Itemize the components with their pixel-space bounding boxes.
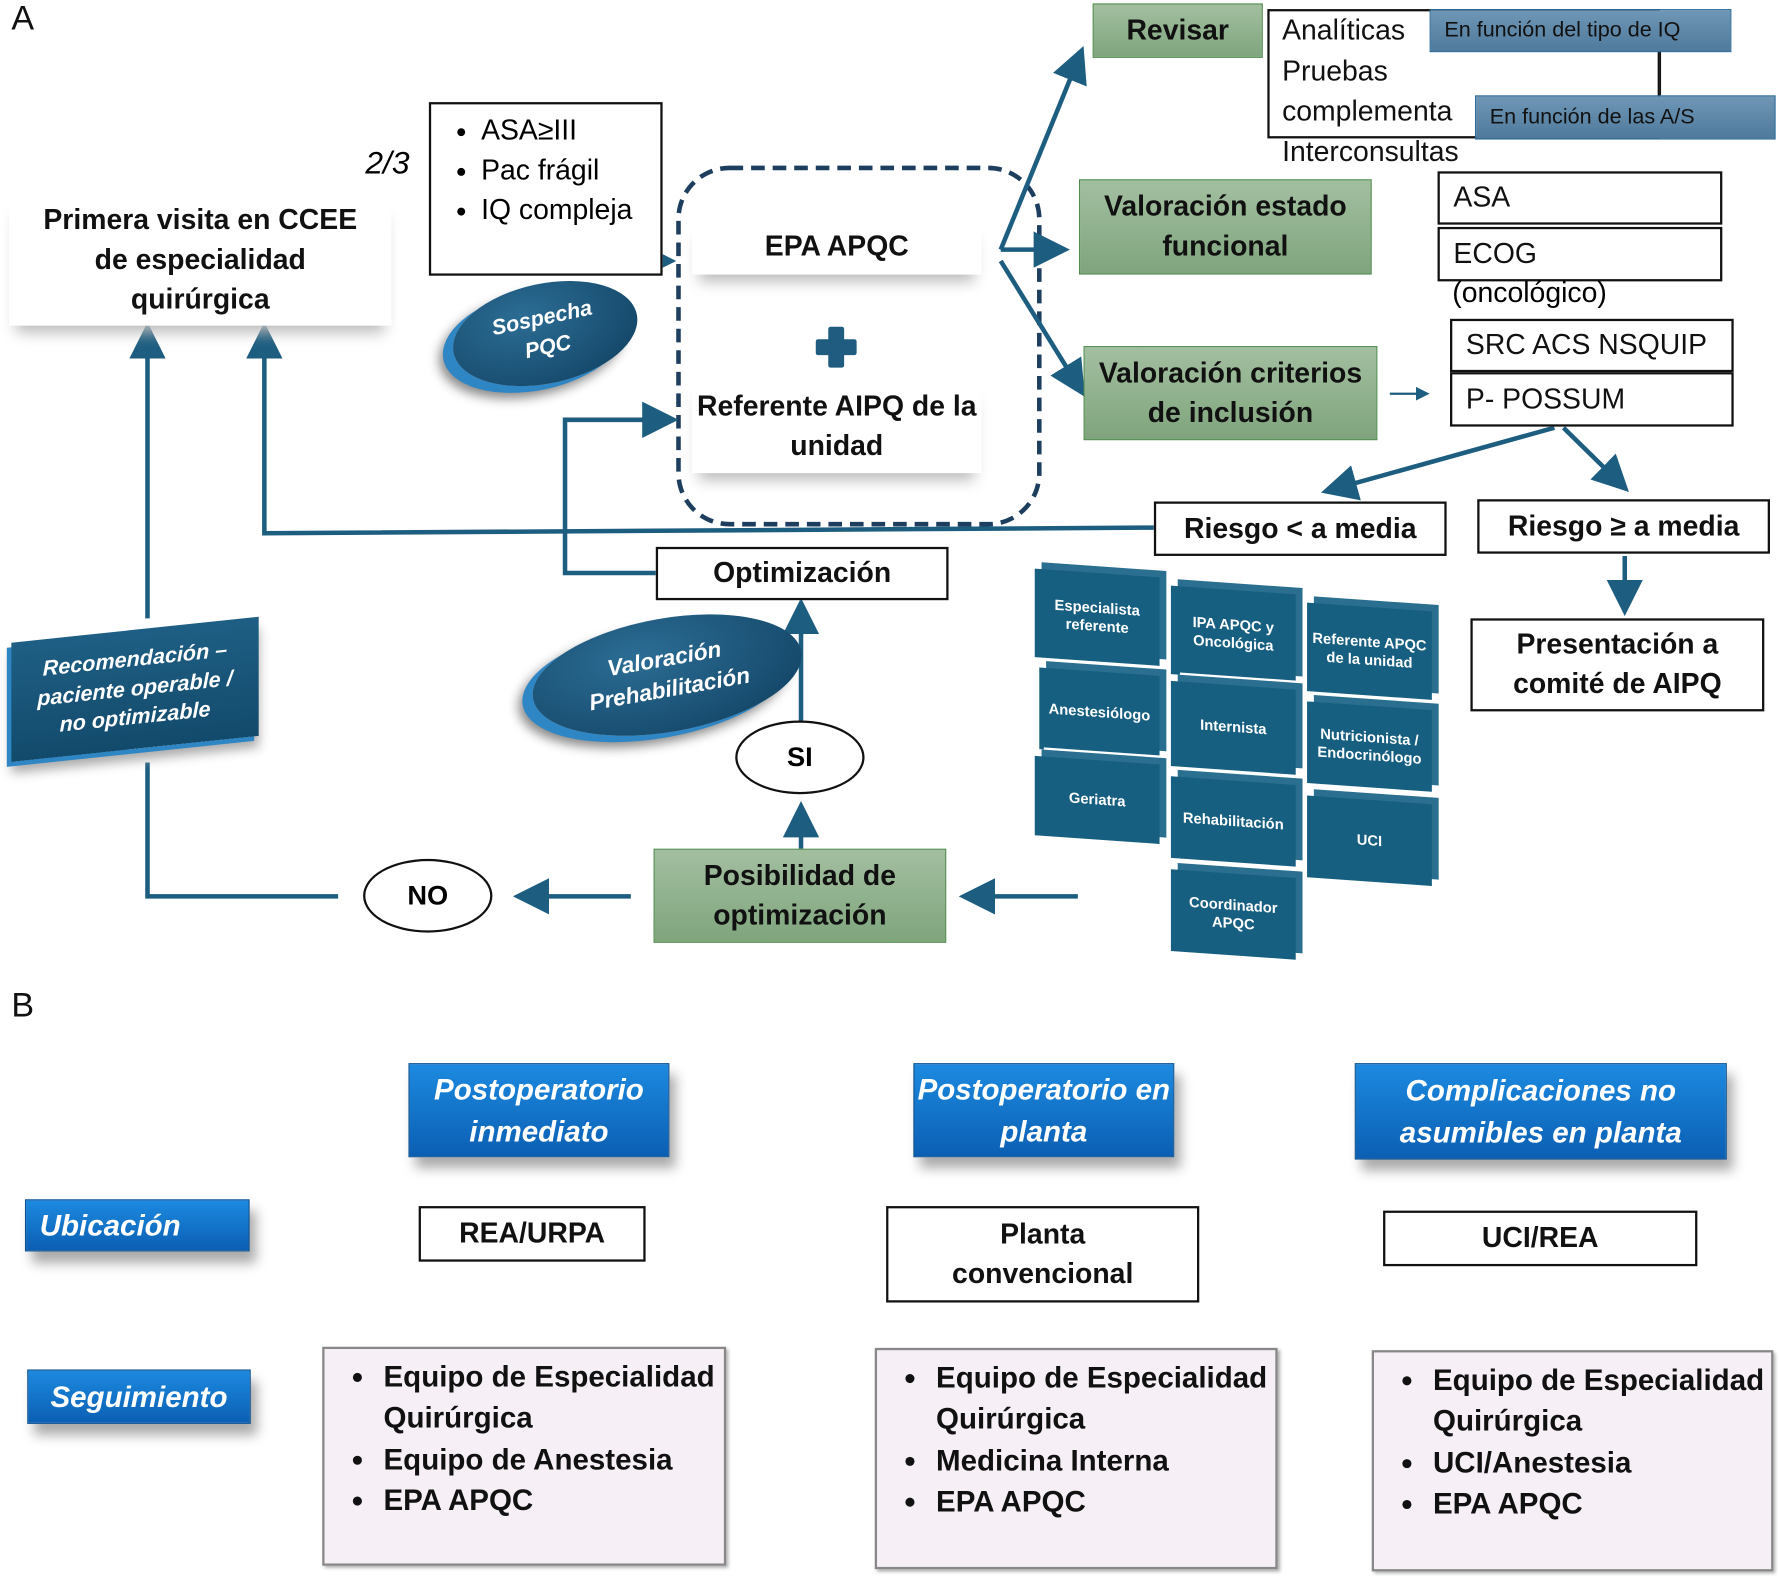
team-tile: Anestesiólogo (1039, 667, 1160, 758)
team-tile: Internista (1170, 680, 1296, 775)
criteria-item: Pac frágil (481, 151, 660, 191)
seguimiento-item: UCI/Anestesia (1428, 1442, 1771, 1483)
revisar-box: Revisar (1092, 3, 1263, 58)
dashed-group (676, 165, 1042, 527)
seguimiento-item: EPA APQC (379, 1480, 724, 1521)
team-tile: Especialista referente (1034, 568, 1160, 666)
plus-icon (815, 326, 857, 368)
note-tipo-iq: En función del tipo de IQ (1429, 9, 1732, 53)
oncologico-label: (oncológico) (1452, 276, 1607, 309)
team-tile: Nutricionista / Endocrinólogo (1307, 701, 1432, 792)
ubicacion-label: Ubicación (24, 1199, 250, 1252)
header-postop-inmediato: Postoperatorio inmediato (408, 1063, 670, 1158)
ubicacion-planta: Planta convencional (886, 1206, 1200, 1303)
panel-a-label: A (11, 0, 35, 38)
seguimiento-item: Equipo de Especialidad Quirúrgica (932, 1357, 1276, 1440)
valoracion-criterios-box: Valoración criterios de inclusión (1083, 346, 1378, 441)
ubicacion-uci-rea: UCI/REA (1383, 1210, 1698, 1267)
criteria-item: ASA≥III (481, 111, 660, 151)
seguimiento-item: EPA APQC (932, 1481, 1276, 1522)
no-node: NO (363, 858, 493, 933)
asa-box: ASA (1437, 171, 1723, 225)
optimizacion-box: Optimización (655, 546, 949, 601)
team-tile: IPA APQC y Oncológica (1170, 585, 1296, 683)
epa-apqc-box: EPA APQC (692, 217, 982, 275)
seguimiento-list-planta: Equipo de Especialidad Quirúrgica Medici… (874, 1347, 1278, 1570)
riesgo-bajo-box: Riesgo < a media (1153, 501, 1447, 556)
panel-b-label: B (11, 987, 35, 1025)
seguimiento-item: Equipo de Especialidad Quirúrgica (379, 1356, 724, 1439)
valoracion-funcional-box: Valoración estado funcional (1079, 179, 1372, 275)
revisar-item: Pruebas (1282, 55, 1388, 87)
seguimiento-list-complicaciones: Equipo de Especialidad Quirúrgica UCI/An… (1371, 1350, 1774, 1572)
header-complicaciones: Complicaciones no asumibles en planta (1354, 1063, 1727, 1160)
seguimiento-item: Equipo de Especialidad Quirúrgica (1428, 1359, 1771, 1442)
ubicacion-rea-urpa: REA/URPA (418, 1206, 646, 1262)
revisar-items: Analíticas Pruebas complementa Intercons… (1282, 11, 1459, 172)
primera-visita-box: Primera visita en CCEE de especialidad q… (9, 195, 392, 326)
revisar-item: Interconsultas (1282, 135, 1459, 168)
src-box: SRC ACS NSQUIP (1450, 318, 1734, 373)
revisar-item: complementa (1282, 95, 1453, 128)
team-tile: Rehabilitación (1170, 776, 1296, 867)
referente-aipq-box: Referente AIPQ de la unidad (692, 380, 982, 474)
fraction-label: 2/3 (365, 145, 410, 181)
header-postop-planta: Postoperatorio en planta (913, 1063, 1175, 1158)
si-node: SI (735, 720, 865, 795)
possum-box: P- POSSUM (1450, 372, 1734, 427)
presentacion-comite-box: Presentación a comité de AIPQ (1470, 618, 1765, 712)
riesgo-alto-box: Riesgo ≥ a media (1477, 499, 1770, 554)
criteria-box: ASA≥III Pac frágil IQ compleja (428, 102, 663, 276)
team-tile: Geriatra (1034, 755, 1160, 844)
seguimiento-item: EPA APQC (1428, 1483, 1771, 1524)
seguimiento-label: Seguimiento (27, 1369, 251, 1424)
seguimiento-item: Medicina Interna (932, 1440, 1276, 1481)
posibilidad-optimizacion-box: Posibilidad de optimización (653, 848, 947, 943)
team-tile: Referente APQC de la unidad (1307, 602, 1432, 700)
seguimiento-list-inmediato: Equipo de Especialidad Quirúrgica Equipo… (322, 1346, 727, 1566)
note-as: En función de las A/S (1474, 95, 1776, 140)
seguimiento-item: Equipo de Anestesia (379, 1438, 724, 1479)
criteria-item: IQ compleja (481, 191, 660, 231)
ecog-box: ECOG (1437, 226, 1723, 282)
team-tile: Coordinador APQC (1170, 869, 1296, 960)
team-tile: UCI (1307, 795, 1432, 886)
revisar-item: Analíticas (1282, 14, 1406, 47)
